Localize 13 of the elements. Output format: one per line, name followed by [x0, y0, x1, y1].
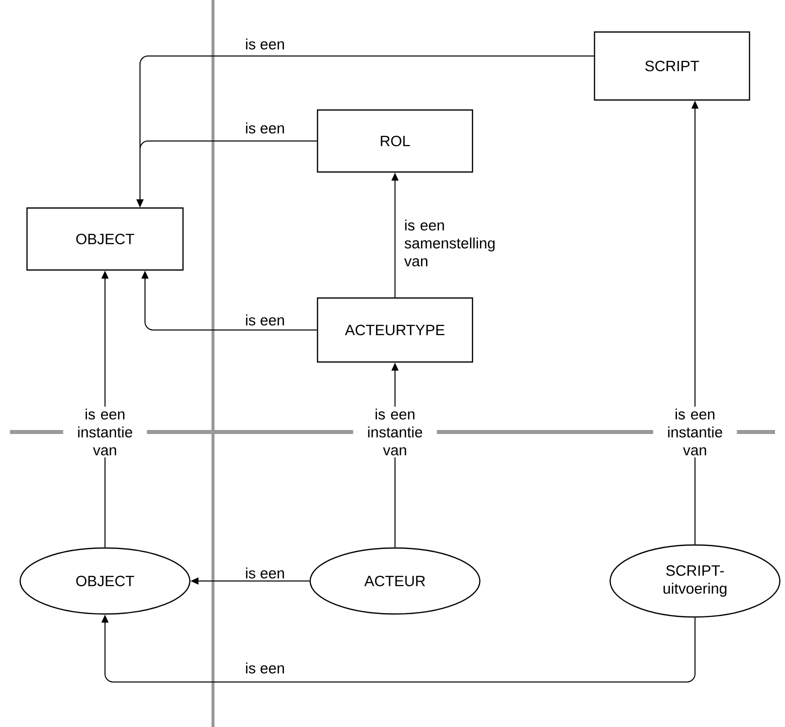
entity-box: OBJECT	[26, 207, 184, 271]
edge-label: is een	[246, 122, 284, 134]
entity-box: ROL	[316, 109, 474, 173]
edge-label: is een	[246, 38, 284, 50]
entity-box: ACTEURTYPE	[316, 297, 474, 363]
edge-label: is een instantie van	[353, 406, 437, 458]
edge-label: is een samenstelling van	[404, 220, 495, 266]
entity-box: SCRIPT	[594, 31, 750, 101]
edge-label: is een	[246, 314, 284, 326]
edge-label: is een instantie van	[63, 406, 147, 458]
edge-label: is een	[246, 662, 284, 674]
edge-label: is een	[246, 568, 284, 578]
edge-label: is een instantie van	[653, 406, 737, 458]
